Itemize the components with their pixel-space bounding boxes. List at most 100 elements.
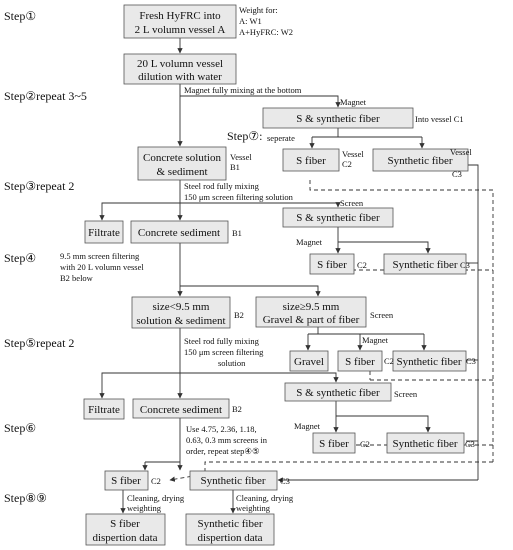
note-use-screens-line1: Use 4.75, 2.36, 1.18,: [186, 424, 257, 434]
box-gravel: [289, 350, 329, 372]
box-sfiber-step5: [337, 350, 383, 372]
box-sfiber-step8-text: S fiber: [111, 475, 141, 487]
box-concrete-solution: [137, 146, 227, 181]
dashed-return-to-sfiber8: [204, 461, 493, 474]
box-dilution-line2: dilution with water: [138, 71, 222, 83]
box-size-big: [255, 296, 367, 328]
step-4-label: Step④: [4, 251, 36, 265]
note-cleaning-1-line1: Cleaning, drying: [127, 493, 185, 503]
box-size-big-line1: size≥9.5 mm: [283, 301, 340, 313]
box-gravel-text: Gravel: [294, 356, 324, 368]
note-screen-b: Screen: [370, 310, 394, 320]
box-dilution: [123, 53, 237, 85]
note-into-c1: Into vessel C1: [415, 114, 464, 124]
label-vessel-c3-line2: C3: [452, 169, 462, 179]
box-synthetic-step4-text: Synthetic fiber: [392, 259, 457, 271]
box-sfiber-step4: [309, 253, 355, 275]
box-ss-fiber-step3-text: S & synthetic fiber: [296, 212, 380, 224]
dashed-arrow-into-sfiber8: [169, 473, 206, 482]
arrow-ss5-to-synthetic6: [336, 415, 431, 433]
box-sfiber-data-line2: dispertion data: [92, 532, 157, 544]
label-vessel-b1-line2: B1: [230, 162, 240, 172]
box-sfiber-step5-text: S fiber: [345, 356, 375, 368]
box-size-small: [131, 296, 231, 329]
step-3-label: Step③repeat 2: [4, 179, 74, 193]
box-fresh-hyfrc-line1: Fresh HyFRC into: [139, 10, 221, 22]
box-synthetic-data-line2: dispertion data: [197, 532, 262, 544]
box-synthetic-step5-text: Synthetic fiber: [396, 356, 461, 368]
arrow-to-ss-fiber-3: [180, 202, 341, 208]
note-magnet-c: Magnet: [362, 335, 389, 345]
label-c3-c: C3: [465, 439, 475, 449]
note-weight-line1: Weight for:: [239, 5, 278, 15]
step-5-label: Step⑤repeat 2: [4, 336, 74, 350]
label-c2-c: C2: [360, 439, 370, 449]
box-ss-fiber-step3: [282, 207, 394, 228]
box-synthetic-data: [185, 513, 275, 546]
box-synthetic-step5: [392, 350, 467, 372]
box-filtrate-1: [84, 220, 124, 244]
box-sfiber-data-line1: S fiber: [110, 518, 140, 530]
box-filtrate-2: [83, 398, 125, 420]
note-cleaning-2-line1: Cleaning, drying: [236, 493, 294, 503]
dashed-return-c2-main: [309, 180, 494, 462]
note-use-screens-line2: 0.63, 0.3 mm screens in: [186, 435, 268, 445]
box-dilution-line1: 20 L volumn vessel: [137, 58, 223, 70]
box-sediment-b2: [132, 398, 230, 419]
label-c3-b: C3: [466, 356, 476, 366]
box-synthetic-step8: [189, 470, 278, 491]
label-b2-a: B2: [234, 310, 244, 320]
note-steel-rod-2-line3: solution: [218, 358, 246, 368]
box-size-small-line1: size<9.5 mm: [153, 301, 210, 313]
box-sfiber-data: [85, 513, 166, 546]
arrow-ss3-to-synthetic4: [338, 241, 431, 254]
box-concrete-solution-line1: Concrete solution: [143, 152, 221, 164]
arrow-to-vessel-c1: [180, 95, 341, 108]
label-c3-d: C3: [280, 476, 290, 486]
box-filtrate-2-text: Filtrate: [88, 404, 120, 416]
label-vessel-c2-line1: Vessel: [342, 149, 364, 159]
box-sfiber-step8: [104, 470, 149, 491]
box-synthetic-step8-text: Synthetic fiber: [200, 475, 265, 487]
box-sediment-b1: [130, 220, 229, 244]
note-magnet-a: Magnet: [340, 97, 367, 107]
step-1-label: Step①: [4, 9, 36, 23]
box-sediment-b2-text: Concrete sediment: [140, 404, 222, 416]
note-screen-c: Screen: [394, 389, 418, 399]
label-c2-a: C2: [357, 260, 367, 270]
box-sediment-b1-text: Concrete sediment: [138, 227, 220, 239]
box-ss-fiber-step5-text: S & synthetic fiber: [296, 387, 380, 399]
box-sfiber-step7: [282, 148, 340, 172]
box-synthetic-step6: [386, 432, 465, 454]
label-b2-b: B2: [232, 404, 242, 414]
note-steel-rod-2-line1: Steel rod fully mixing: [184, 336, 260, 346]
label-c3-a: C3: [460, 260, 470, 270]
note-seperate: seperate: [267, 133, 295, 143]
note-cleaning-1-line2: weighting: [127, 503, 162, 513]
note-steel-rod-1-line2: 150 μm screen filtering solution: [184, 192, 294, 202]
box-concrete-solution-line2: & sediment: [156, 166, 207, 178]
label-c2-d: C2: [151, 476, 161, 486]
note-screen-a: Screen: [340, 198, 364, 208]
label-b1: B1: [232, 228, 242, 238]
box-sfiber-step6: [312, 432, 356, 454]
note-magnet-bottom: Magnet fully mixing at the bottom: [184, 85, 302, 95]
box-filtrate-1-text: Filtrate: [88, 227, 120, 239]
box-ss-fiber-step5: [284, 382, 392, 402]
step-2-label: Step②repeat 3~5: [4, 89, 87, 103]
note-steel-rod-1-line1: Steel rod fully mixing: [184, 181, 260, 191]
note-magnet-b: Magnet: [296, 237, 323, 247]
label-vessel-b1-line1: Vessel: [230, 152, 252, 162]
box-sfiber-step6-text: S fiber: [319, 438, 349, 450]
box-synthetic-step7: [372, 148, 469, 172]
note-screen95-line1: 9.5 mm screen filtering: [60, 251, 140, 261]
step-6-label: Step⑥: [4, 421, 36, 435]
box-fresh-hyfrc-line2: 2 L volumn vessel A: [135, 24, 226, 36]
box-synthetic-step7-text: Synthetic fiber: [387, 155, 452, 167]
note-use-screens-line3: order, repeat step④⑤: [186, 446, 260, 456]
note-weight-line2: A: W1: [239, 16, 262, 26]
arrow-to-filtrate-2: [99, 372, 180, 399]
box-synthetic-data-line1: Synthetic fiber: [197, 518, 262, 530]
